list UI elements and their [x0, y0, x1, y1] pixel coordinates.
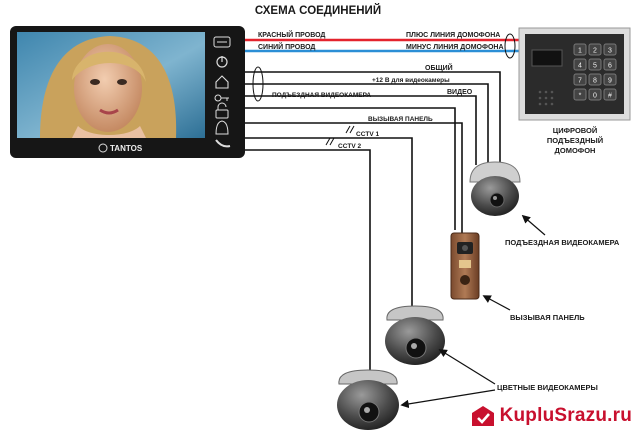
- home-icon[interactable]: [215, 75, 229, 89]
- keypad-key[interactable]: [573, 88, 587, 101]
- brand-logo-icon: [98, 143, 108, 153]
- cctv1-wire: [245, 137, 413, 310]
- callout-color-cameras: ЦВЕТНЫЕ ВИДЕОКАМЕРЫ: [497, 383, 598, 392]
- keypad-key-label: 7: [578, 78, 582, 85]
- cctv2-wire: [245, 149, 371, 372]
- intercom-title-3: ДОМОФОН: [555, 146, 596, 155]
- keypad-key[interactable]: [588, 73, 602, 86]
- video-monitor: TANTOS: [10, 26, 245, 158]
- keypad-key-label: 1: [578, 48, 582, 55]
- bell-icon[interactable]: [215, 120, 229, 135]
- keypad-key[interactable]: [603, 58, 617, 71]
- keypad-key[interactable]: [588, 43, 602, 56]
- call-panel-wire: [245, 122, 463, 234]
- entrance-camera-wire: [245, 107, 456, 230]
- portrait-image: [40, 36, 177, 138]
- label-red-wire: КРАСНЫЙ ПРОВОД: [258, 30, 325, 39]
- wire-labels: КРАСНЫЙ ПРОВОД СИНИЙ ПРОВОД ПЛЮС ЛИНИЯ Д…: [258, 30, 504, 150]
- keypad-key-label: 0: [593, 93, 597, 100]
- keypad-key-label: 3: [608, 48, 612, 55]
- label-plus-line: ПЛЮС ЛИНИЯ ДОМОФОНА: [406, 32, 500, 39]
- keypad-key[interactable]: [588, 88, 602, 101]
- watermark: KupluSrazu.ru: [470, 401, 632, 431]
- intercom-speaker-grille: [538, 90, 554, 106]
- key-icon[interactable]: [214, 94, 229, 102]
- handset-icon[interactable]: [215, 139, 231, 148]
- menu-icon[interactable]: [213, 36, 231, 48]
- keypad-key[interactable]: [573, 73, 587, 86]
- watermark-text: KupluSrazu.ru: [499, 405, 632, 426]
- label-minus-line: МИНУС ЛИНИЯ ДОМОФОНА: [406, 44, 504, 51]
- label-cctv2: CCTV 2: [338, 143, 362, 150]
- intercom-display: [531, 49, 563, 67]
- video-wire: [245, 95, 477, 165]
- common-wire: [245, 71, 501, 165]
- keypad-key-label: 9: [608, 78, 612, 85]
- cctv-camera-2: [337, 369, 399, 430]
- keypad-key[interactable]: [573, 58, 587, 71]
- keypad-key[interactable]: [603, 73, 617, 86]
- keypad-key-label: *: [579, 93, 582, 100]
- keypad-key[interactable]: [573, 43, 587, 56]
- label-entrance-cam-wire: ПОДЪЕЗДНАЯ ВИДЕОКАМЕРА: [272, 92, 371, 99]
- callouts: ПОДЪЕЗДНАЯ ВИДЕОКАМЕРА ВЫЗЫВАЯ ПАНЕЛЬ ЦВ…: [400, 214, 620, 409]
- power12-wire: [245, 83, 489, 165]
- keypad-key-label: #: [608, 93, 612, 100]
- diagram-title: СХЕМА СОЕДИНЕНИЙ: [255, 4, 381, 17]
- label-call-panel-wire: ВЫЗЫВАЯ ПАНЕЛЬ: [368, 116, 433, 123]
- keypad-key-label: 4: [578, 63, 582, 70]
- watermark-logo-icon: [471, 406, 494, 426]
- keypad-key-label: 5: [593, 63, 597, 70]
- unlock-icon[interactable]: [215, 102, 229, 119]
- power-icon[interactable]: [216, 56, 228, 68]
- keypad-key-label: 6: [608, 63, 612, 70]
- cctv-camera-1: [385, 305, 445, 365]
- keypad-key-label: 2: [593, 48, 597, 55]
- intercom-title-1: ЦИФРОВОЙ: [553, 126, 597, 135]
- digital-intercom: 1 2 3 4 5 6 7 8 9 * 0 # ЦИФРОВОЙ ПОДЪЕЗДНЫЙ ДОМОФОН: [518, 27, 631, 155]
- label-common: ОБЩИЙ: [425, 63, 453, 72]
- intercom-keypad: 1 2 3 4 5 6 7 8 9 * 0 #: [573, 43, 617, 101]
- monitor-brand: TANTOS: [110, 144, 143, 153]
- monitor-buttons: [213, 36, 231, 148]
- entrance-dome-camera: [469, 161, 521, 216]
- callout-entrance-camera: ПОДЪЕЗДНАЯ ВИДЕОКАМЕРА: [505, 238, 620, 247]
- label-power12: +12 В для видеокамеры: [372, 77, 450, 84]
- keypad-key[interactable]: [603, 43, 617, 56]
- intercom-title-2: ПОДЪЕЗДНЫЙ: [547, 136, 603, 145]
- keypad-key[interactable]: [588, 58, 602, 71]
- call-panel-device: [450, 232, 480, 300]
- callout-call-panel: ВЫЗЫВАЯ ПАНЕЛЬ: [510, 313, 585, 322]
- wiring: [245, 33, 520, 372]
- keypad-key[interactable]: [603, 88, 617, 101]
- label-blue-wire: СИНИЙ ПРОВОД: [258, 42, 315, 51]
- label-video: ВИДЕО: [447, 89, 473, 96]
- keypad-key-label: 8: [593, 78, 597, 85]
- label-cctv1: CCTV 1: [356, 131, 380, 138]
